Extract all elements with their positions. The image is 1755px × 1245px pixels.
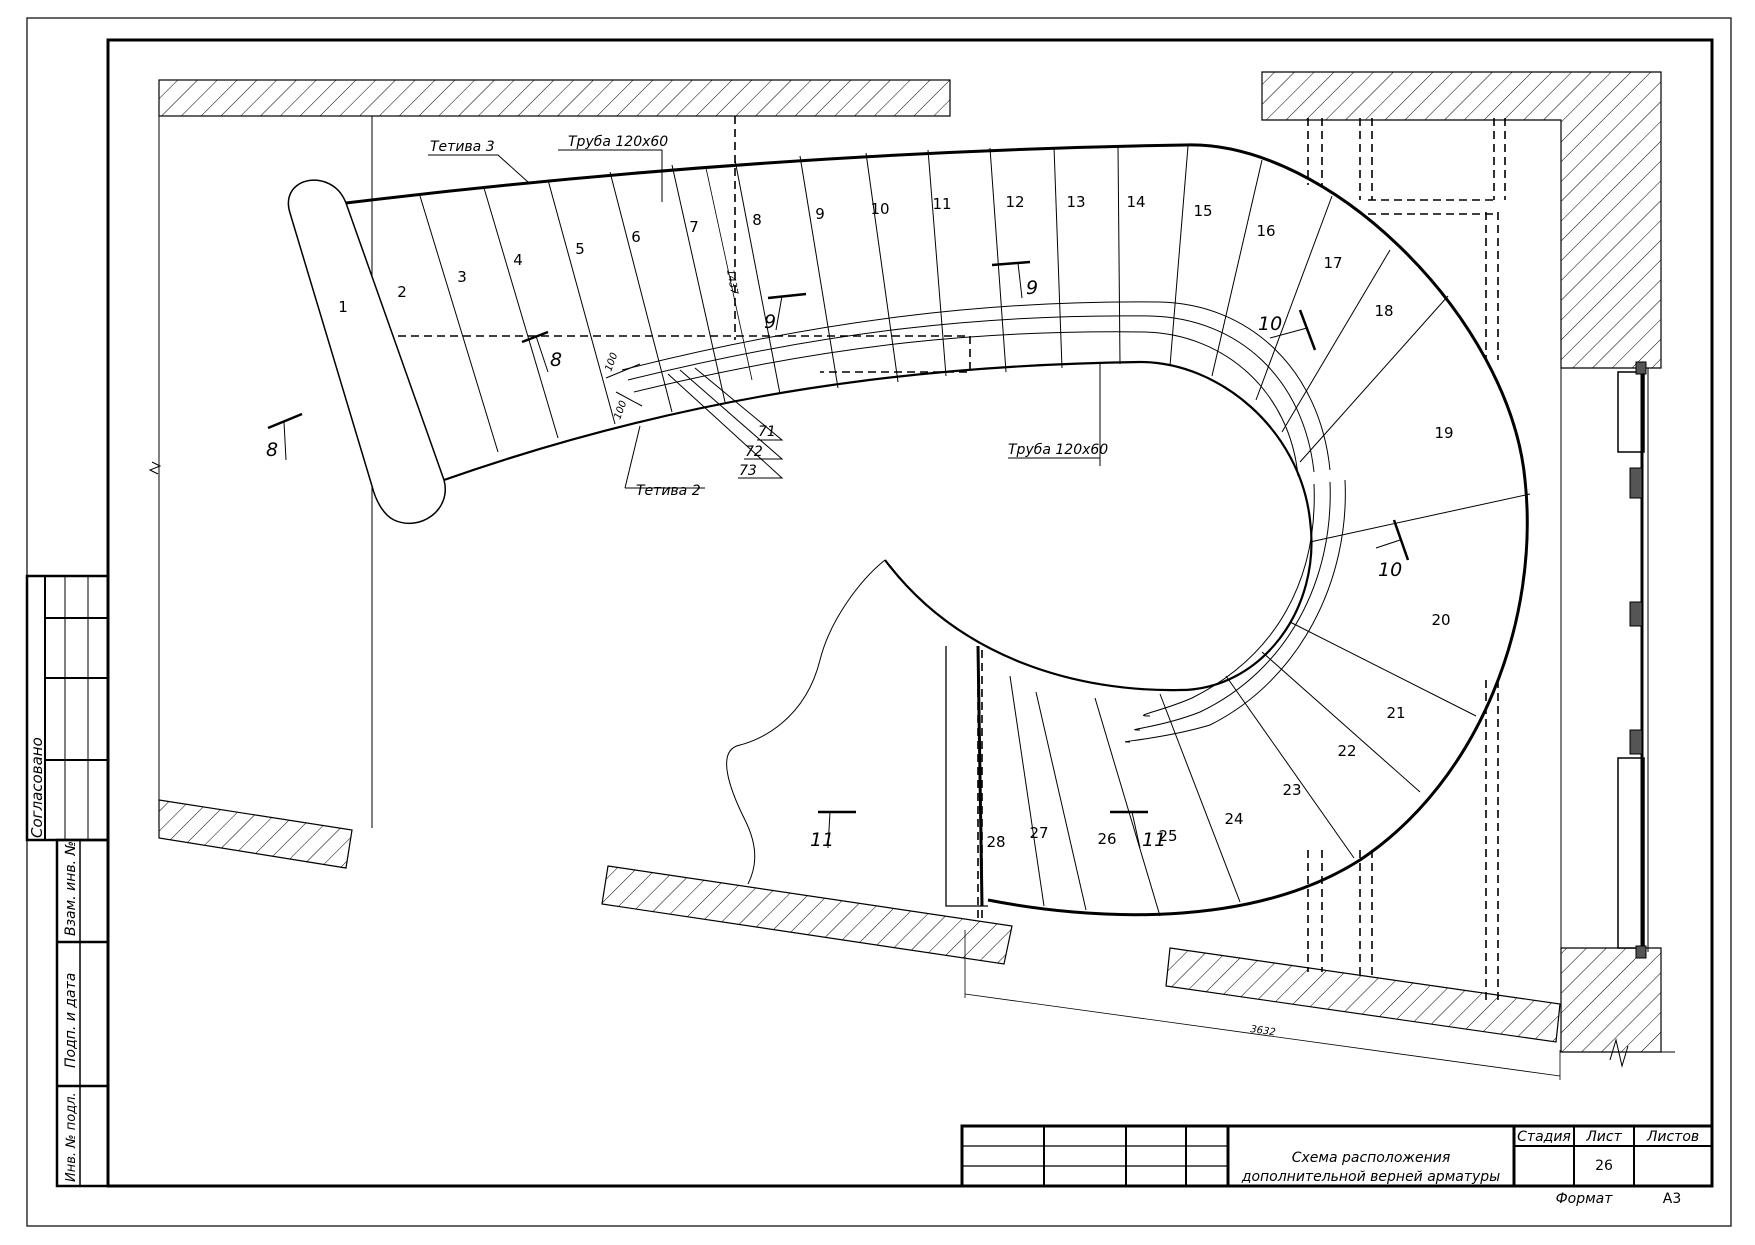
label-pipe-middle: Труба 120х60	[1008, 442, 1108, 458]
break-line	[726, 559, 886, 885]
label-pipe-top: Труба 120х60	[568, 134, 668, 150]
leaders	[428, 149, 1101, 489]
step-number: 27	[1029, 824, 1048, 842]
section-11-right: 11	[1142, 829, 1166, 851]
step-number: 12	[1005, 193, 1024, 211]
col-stage: Стадия	[1517, 1129, 1571, 1145]
section-9-left: 9	[764, 311, 776, 333]
step-number: 16	[1256, 222, 1275, 240]
stamp-replace-inv: Взам. инв. №	[63, 841, 79, 936]
sheet-number: 26	[1595, 1158, 1613, 1174]
title-line-2: дополнительной верней арматуры	[1241, 1169, 1500, 1185]
step-number: 17	[1323, 254, 1342, 272]
wall-top-right	[1261, 71, 1662, 369]
rebar-arc-2	[627, 315, 1315, 473]
section-10-upper: 10	[1258, 313, 1282, 335]
dim-100-lower: 100	[612, 399, 629, 421]
step-number: 6	[631, 228, 641, 246]
wall-top-left	[158, 79, 951, 117]
step-number: 13	[1066, 193, 1085, 211]
stamp-inv-original: Инв. № подл.	[64, 1092, 79, 1182]
dim-100-upper: 100	[603, 351, 620, 373]
step-number: 19	[1434, 424, 1453, 442]
step-number: 15	[1193, 202, 1212, 220]
step-number: 24	[1224, 810, 1243, 828]
walls	[158, 71, 1662, 1053]
wall-right-bottom	[1165, 947, 1561, 1043]
step-number: 7	[689, 218, 699, 236]
step-number: 14	[1126, 193, 1145, 211]
dim-3632: 3632	[1250, 1024, 1277, 1038]
col-sheet: Лист	[1585, 1129, 1622, 1145]
step-number: 23	[1282, 781, 1301, 799]
dim-1437: 1437	[724, 269, 739, 297]
section-markers	[267, 260, 1410, 814]
section-labels: 8 8 9 9 10 10 11 11	[266, 277, 1402, 851]
step-1-landing	[287, 179, 446, 525]
step-number: 28	[986, 833, 1005, 851]
step-number: 25	[1158, 827, 1177, 845]
step-number: 1	[338, 298, 348, 316]
wall-middle-bottom	[601, 865, 1013, 965]
step-number: 9	[815, 205, 825, 223]
window-right	[1617, 361, 1649, 959]
wall-bottom-right	[1560, 947, 1662, 1053]
label-ref-72: 72	[745, 444, 763, 460]
format-value: А3	[1663, 1191, 1681, 1207]
step-number: 10	[870, 200, 889, 218]
section-9-right: 9	[1026, 277, 1038, 299]
callout-labels: Тетива 3 Труба 120х60 Труба 120х60 Тетив…	[430, 134, 1108, 499]
label-ref-71: 71	[758, 424, 776, 440]
label-ref-73: 73	[739, 463, 757, 479]
format-label: Формат	[1556, 1191, 1614, 1207]
side-stamp: Согласовано Взам. инв. № Подп. и дата Ин…	[25, 574, 110, 1188]
stamp-sign-date: Подп. и дата	[63, 973, 79, 1068]
section-8-right: 8	[550, 349, 562, 371]
inner-stringer	[443, 360, 1313, 692]
title-block: Схема расположения дополнительной верней…	[960, 1124, 1714, 1207]
step-number: 26	[1097, 830, 1116, 848]
step-numbers: 1 2 3 4 5 6 7 8 9 10 11 12 13 14 15 16 1…	[338, 193, 1453, 851]
step-number: 18	[1374, 302, 1393, 320]
reinforcement-dashed-lines	[372, 116, 1506, 1000]
stamp-agreed: Согласовано	[28, 737, 46, 838]
treads	[419, 145, 1531, 917]
wall-left-bottom	[158, 799, 353, 869]
staircase: 1 2 3 4 5 6 7 8 9 10 11 12 13 14 15 16 1…	[287, 143, 1531, 917]
label-stringer-3: Тетива 3	[430, 139, 495, 155]
step-number: 4	[513, 251, 523, 269]
step-number: 11	[932, 195, 951, 213]
step-number: 3	[457, 268, 467, 286]
section-8-left: 8	[266, 439, 278, 461]
section-11-left: 11	[810, 829, 834, 851]
step-number: 22	[1337, 742, 1356, 760]
step-number: 20	[1431, 611, 1450, 629]
step-number: 2	[397, 283, 407, 301]
rebar-arc-3	[633, 331, 1299, 477]
step-number: 5	[575, 240, 585, 258]
col-sheets: Листов	[1646, 1129, 1699, 1145]
step-number: 21	[1386, 704, 1405, 722]
title-line-1: Схема расположения	[1292, 1150, 1451, 1166]
section-10-lower: 10	[1378, 559, 1402, 581]
rebar-arc-1	[621, 301, 1331, 471]
label-stringer-2: Тетива 2	[636, 483, 701, 499]
room-outline	[148, 115, 1675, 1068]
step-number: 8	[752, 211, 762, 229]
